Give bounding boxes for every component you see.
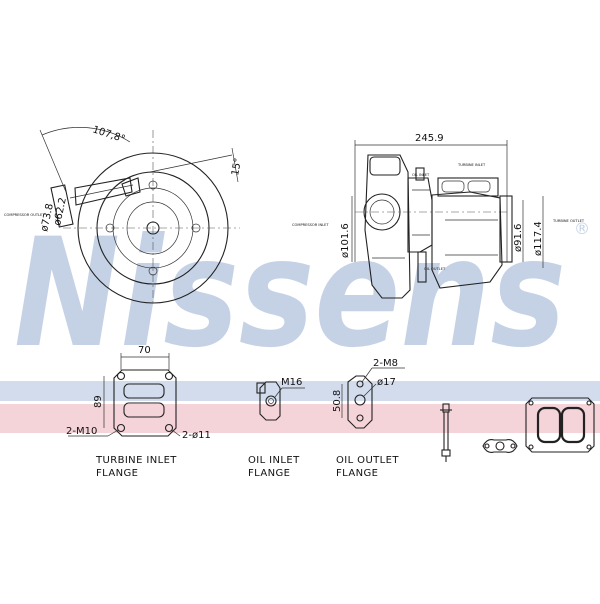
- overall-length-label: 245.9: [415, 133, 444, 144]
- registered-mark: ®: [574, 219, 590, 238]
- oil-outlet-caption-2: FLANGE: [336, 468, 378, 479]
- dim-compressor-inlet-label: ø101.6: [340, 223, 351, 258]
- turbine-flange-caption-2: FLANGE: [96, 468, 138, 479]
- angle-leg-3: [231, 147, 239, 183]
- oil-inlet-bore: [265, 395, 277, 407]
- oil-outlet-spacing-label: 50.8: [332, 390, 343, 412]
- oil-inlet-leader: [274, 387, 283, 398]
- dim-turbine-b-label: ø117.4: [533, 221, 544, 256]
- oil-outlet-hole-bottom: [356, 414, 364, 422]
- turbine-housing: [431, 191, 503, 289]
- turbine-inlet-label: TURBINE INLET: [457, 163, 486, 167]
- turbine-flange-hole-4: [164, 423, 174, 433]
- outlet-flange: [50, 184, 74, 228]
- turbine-thread-leader: [107, 429, 119, 437]
- oil-outlet-hole-top: [356, 380, 364, 388]
- compressor-inlet-label: COMPRESSOR INLET: [292, 223, 329, 227]
- turbine-flange-width-label: 70: [138, 345, 151, 356]
- turbine-inlet-port-a: [441, 180, 465, 193]
- volute-arc: [96, 179, 126, 229]
- oil-outlet-thread-leader: [361, 367, 373, 383]
- bolt-bottom: [148, 266, 158, 276]
- turbine-flange-port-upper: [123, 383, 165, 399]
- compressor-outlet-spout: [74, 177, 133, 206]
- turbine-flange-hole-1: [116, 371, 126, 381]
- turbine-holes-leader: [171, 429, 181, 437]
- angle-1-label: 107,8°: [91, 124, 126, 145]
- oil-inlet-bore-inner: [268, 398, 274, 404]
- oil-outlet-hole-label: ø17: [377, 377, 396, 388]
- watermark-logo-text: Nissens: [14, 207, 566, 381]
- kit-items: [440, 397, 595, 462]
- oil-inlet-caption-1: OIL INLET: [248, 455, 300, 466]
- oil-inlet-port: [415, 167, 425, 181]
- bolt-right: [191, 223, 201, 233]
- oil-inlet-plate: [259, 381, 281, 421]
- oil-outlet-label: OIL OUTLET: [424, 267, 446, 271]
- watermark: Nissens ®: [0, 207, 600, 433]
- oil-outlet-bore: [354, 394, 366, 406]
- watermark-band-blue: [0, 381, 600, 401]
- turbine-flange-hole-2: [164, 371, 174, 381]
- oil-inlet-thread-label: M16: [281, 377, 302, 388]
- angle-leg-2: [149, 154, 233, 173]
- turbine-inlet-port-b: [467, 180, 491, 193]
- turbine-inlet-flange: [437, 177, 499, 197]
- compressor-outlet-top: [369, 156, 401, 176]
- turbine-flange-thread-label: 2-M10: [66, 426, 97, 437]
- dim-turbine-a-label: ø91.6: [513, 224, 524, 252]
- oil-inlet-label: OIL INLET: [412, 173, 430, 177]
- oil-inlet-tab: [256, 382, 266, 394]
- oil-inlet-flange-detail: M16 OIL INLET FLANGE: [248, 377, 305, 479]
- angle-2-label: 15°: [230, 157, 244, 176]
- oil-outlet-port: [417, 251, 427, 283]
- oil-inlet-caption-2: FLANGE: [248, 468, 290, 479]
- turbine-flange-holes-label: 2-ø11: [182, 430, 211, 441]
- oil-outlet-flange-detail: 50.8 2-M8 ø17 OIL OUTLET FLANGE: [332, 358, 405, 479]
- side-view: 245.9 ø101.6 ø91.6 ø117.4 COMPRESSOR INL…: [292, 133, 585, 299]
- turbine-outlet-label: TURBINE OUTLET: [552, 219, 585, 223]
- turbine-flange-port-lower: [123, 402, 165, 418]
- oil-outlet-gasket-icon: [482, 439, 518, 453]
- bolt-top: [148, 180, 158, 190]
- oil-outlet-thread-label: 2-M8: [373, 358, 398, 369]
- compressor-housing: [364, 154, 411, 299]
- turbine-flange-caption-1: TURBINE INLET: [95, 455, 177, 466]
- compressor-outlet-label: COMPRESSOR OUTLET: [4, 213, 45, 217]
- oil-outlet-hole-leader: [363, 383, 377, 397]
- watermark-band-pink: [0, 404, 600, 433]
- turbine-inlet-gasket-icon: [525, 397, 595, 453]
- bolt-left: [105, 223, 115, 233]
- turbine-inlet-flange-detail: 70 89 2-M10 2-ø11 TURBINE INLET FLANGE: [66, 345, 211, 479]
- turbine-flange-hole-3: [116, 423, 126, 433]
- oil-outlet-caption-1: OIL OUTLET: [336, 455, 399, 466]
- oil-outlet-plate: [347, 375, 373, 429]
- oil-feed-pipe-icon: [440, 403, 452, 462]
- turbine-outlet-flange: [499, 195, 513, 263]
- outlet-bracket: [121, 177, 141, 197]
- angle-arc: [41, 127, 131, 143]
- angle-leg-1: [39, 129, 67, 193]
- turbine-flange-height-label: 89: [93, 395, 104, 408]
